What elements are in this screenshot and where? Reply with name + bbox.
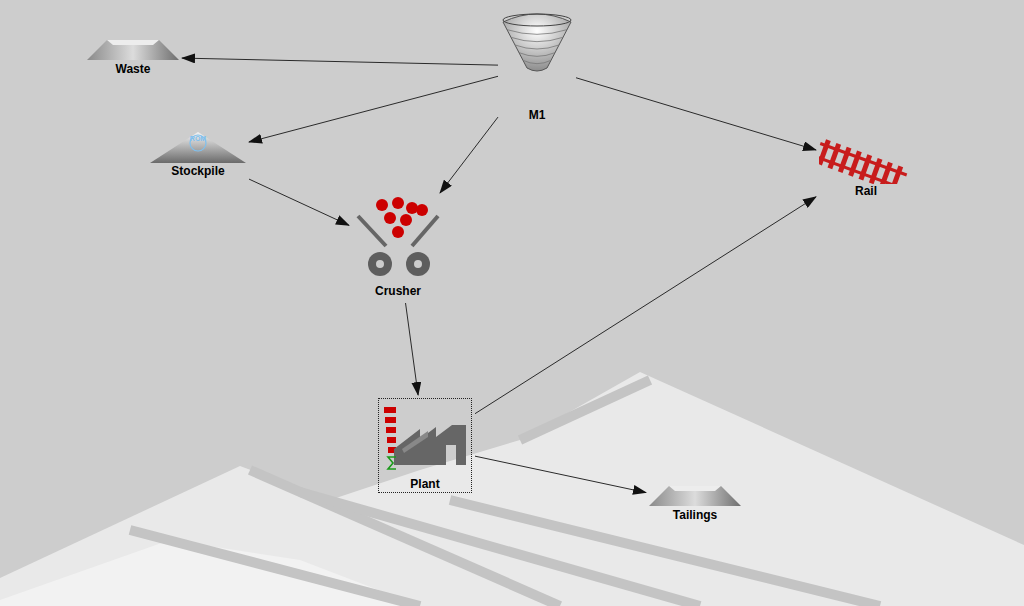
flow-arrow xyxy=(576,78,816,150)
flow-arrow xyxy=(249,179,349,225)
node-label: Stockpile xyxy=(171,164,224,178)
crusher-node: Crusher xyxy=(352,196,444,300)
node-label: M1 xyxy=(529,108,546,122)
pile-icon xyxy=(87,36,179,62)
node-label: Tailings xyxy=(673,508,717,522)
node-label: Rail xyxy=(855,184,877,198)
node-label: Crusher xyxy=(375,284,421,298)
flow-arrow xyxy=(406,303,419,395)
flow-arrow xyxy=(475,197,816,414)
waste-dump: Waste xyxy=(87,36,179,78)
tailings-dump: Tailings xyxy=(649,482,741,524)
plant-node: Plant xyxy=(378,398,472,493)
crusher-icon xyxy=(352,196,444,284)
node-label: Waste xyxy=(116,62,151,76)
node-label: Plant xyxy=(410,477,439,491)
mountain-ridges xyxy=(130,380,880,606)
pile-icon xyxy=(649,482,741,508)
flow-arrow xyxy=(440,117,498,193)
icon-label: ROM xyxy=(190,135,206,143)
mountain-shape xyxy=(0,372,1024,606)
pit-icon xyxy=(501,8,573,108)
rail-icon xyxy=(819,130,913,184)
flow-arrow xyxy=(182,58,498,65)
rail-node: Rail xyxy=(819,130,913,200)
flow-arrow xyxy=(475,456,646,492)
flow-arrow xyxy=(249,76,498,142)
plant-icon xyxy=(380,401,470,477)
mine-pit: M1 xyxy=(501,8,573,124)
